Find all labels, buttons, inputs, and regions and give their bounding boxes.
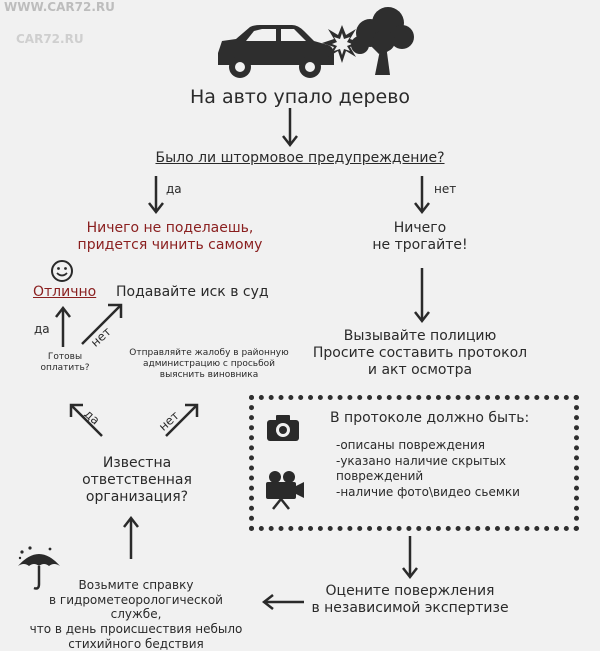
arrow-up-pay-yes: [55, 306, 71, 347]
camera-icon: [267, 415, 299, 441]
header-illustration: [218, 7, 414, 78]
arrow-up-certificate: [123, 516, 139, 559]
no-label: нет: [434, 182, 457, 196]
protocol-item: -наличие фото\видео сьемки: [336, 485, 520, 499]
assess-damage-text: Оцените повержления в независимой экспер…: [311, 583, 509, 617]
arrow-down-yes: [148, 176, 164, 215]
protocol-title: В протоколе должно быть:: [330, 410, 530, 426]
watermark-line2: CAR72.RU: [16, 32, 84, 46]
ready-to-pay-question: Готовы оплатить?: [40, 352, 90, 373]
lawsuit-text: Подавайте иск в суд: [116, 284, 269, 300]
arrow-down: [282, 108, 298, 148]
fix-yourself-text: Ничего не поделаешь, придется чинить сам…: [77, 220, 263, 254]
tree-icon: [351, 7, 414, 75]
known-org-question: Известна ответственная организация?: [82, 455, 192, 506]
car-icon: [218, 25, 334, 78]
arrow-down-no: [414, 176, 430, 215]
call-police-text: Вызывайте полицию Просите составить прот…: [312, 328, 528, 379]
complaint-text: Отправляйте жалобу в районную администра…: [129, 348, 289, 380]
excellent-text: Отлично: [33, 284, 97, 300]
protocol-item: -указано наличие скрытых повреждений: [336, 454, 507, 483]
arrow-diag-org-yes: [69, 403, 103, 437]
umbrella-rain-icon: [18, 546, 60, 590]
arrow-diag-pay-no: [81, 303, 123, 345]
watermark-line1: WWW.CAR72.RU: [4, 0, 115, 14]
certificate-text: Возьмите справку в гидрометеорологическо…: [29, 578, 243, 651]
pay-yes-label: да: [34, 322, 50, 336]
arrow-down-assess: [402, 536, 418, 580]
smiley-icon: [51, 260, 73, 282]
protocol-item: -описаны повреждения: [336, 438, 486, 452]
video-camera-icon: [266, 471, 304, 510]
storm-question: Было ли штормовое предупреждение?: [155, 150, 445, 166]
yes-label: да: [166, 182, 182, 196]
page-title: На авто упало дерево: [189, 86, 411, 108]
arrow-diag-org-no: [165, 403, 199, 437]
dont-touch-text: Ничего не трогайте!: [372, 220, 468, 254]
impact-star-icon: [322, 25, 362, 63]
arrow-left-certificate: [262, 594, 304, 610]
protocol-box: [249, 395, 579, 531]
arrow-down-police: [414, 268, 430, 324]
